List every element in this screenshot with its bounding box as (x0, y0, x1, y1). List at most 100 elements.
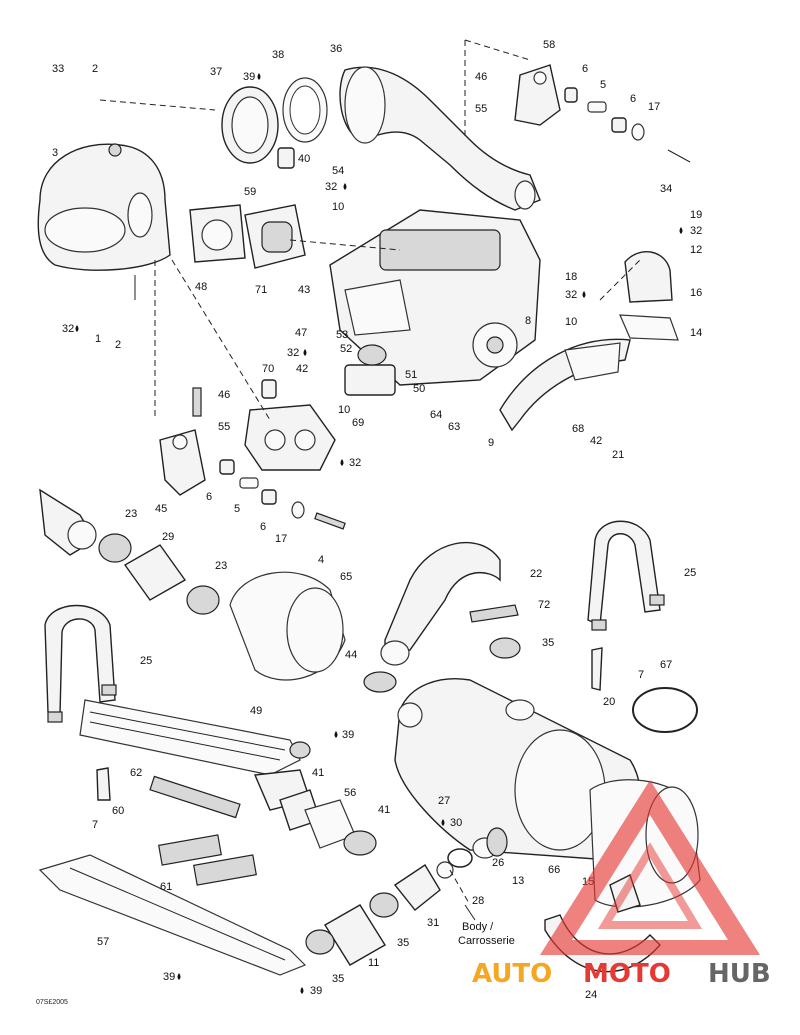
strip-62 (149, 775, 241, 819)
body-note-line1: Body / (462, 921, 494, 933)
callout-5: 5 (600, 79, 606, 91)
callout-30: 30 (450, 817, 462, 829)
watermark-triangle-icon (540, 780, 760, 955)
callout-16: 16 (690, 287, 702, 299)
callout-71: 71 (255, 284, 267, 296)
callout-63: 63 (448, 421, 460, 433)
bracket-45 (159, 429, 206, 496)
pad-61b (193, 854, 257, 886)
callout-2: 2 (115, 339, 121, 351)
pad-61a (158, 834, 222, 866)
callout-32: 32 (565, 289, 577, 301)
callout-6: 6 (260, 521, 266, 533)
callout-65: 65 (340, 571, 352, 583)
callout-49: 49 (250, 705, 262, 717)
callout-51: 51 (405, 369, 417, 381)
cover-57 (38, 854, 307, 976)
coupler-assembly (244, 404, 336, 471)
callout-21: 21 (612, 449, 624, 461)
callout-59: 59 (244, 186, 256, 198)
callout-50: 50 (413, 383, 425, 395)
callout-39: 39 (243, 71, 255, 83)
clamp-23a (98, 533, 132, 563)
callout-57: 57 (97, 936, 109, 948)
callout-42: 42 (590, 435, 602, 447)
callout-8: 8 (525, 315, 531, 327)
callout-70: 70 (262, 363, 274, 375)
callout-10: 10 (332, 201, 344, 213)
callout-44: 44 (345, 649, 357, 661)
watermark-auto: AUTO (472, 959, 552, 989)
callout-22: 22 (530, 568, 542, 580)
callout-40: 40 (298, 153, 310, 165)
callout-46: 46 (218, 389, 230, 401)
callout-55: 55 (475, 103, 487, 115)
callout-41: 41 (378, 804, 390, 816)
callout-12: 12 (690, 244, 702, 256)
callout-33: 33 (52, 63, 64, 75)
callout-39: 39 (342, 729, 354, 741)
callout-32: 32 (287, 347, 299, 359)
hose-11 (324, 904, 386, 966)
callout-10: 10 (338, 404, 350, 416)
callout-27: 27 (438, 795, 450, 807)
callout-43: 43 (298, 284, 310, 296)
bracket-58 (514, 64, 561, 126)
callout-39: 39 (310, 985, 322, 997)
callout-58: 58 (543, 39, 555, 51)
callout-47: 47 (295, 327, 307, 339)
callout-68: 68 (572, 423, 584, 435)
callout-45: 45 (155, 503, 167, 515)
fitting-31 (393, 864, 441, 911)
callout-17: 17 (275, 533, 287, 545)
callout-69: 69 (352, 417, 364, 429)
callout-67: 67 (660, 659, 672, 671)
callout-29: 29 (162, 531, 174, 543)
callout-48: 48 (195, 281, 207, 293)
callout-52: 52 (340, 343, 352, 355)
drop-markers (75, 73, 683, 994)
callout-28: 28 (472, 895, 484, 907)
callout-35: 35 (332, 973, 344, 985)
callout-18: 18 (565, 271, 577, 283)
callout-41: 41 (312, 767, 324, 779)
callout-14: 14 (690, 327, 702, 339)
callout-39: 39 (163, 971, 175, 983)
rubber-mount-51 (344, 364, 396, 396)
callout-6: 6 (582, 63, 588, 75)
water-lines-49 (79, 699, 301, 776)
callout-60: 60 (112, 805, 124, 817)
callout-61: 61 (160, 881, 172, 893)
callout-72: 72 (538, 599, 550, 611)
callout-55: 55 (218, 421, 230, 433)
callout-23: 23 (125, 508, 137, 520)
callout-3: 3 (52, 147, 58, 159)
watermark-text: AUTO MOTO HUB (472, 959, 771, 989)
callout-23: 23 (215, 560, 227, 572)
callout-46: 46 (475, 71, 487, 83)
parts-layer (37, 64, 701, 976)
callout-7: 7 (92, 819, 98, 831)
callout-54: 54 (332, 165, 344, 177)
callout-64: 64 (430, 409, 442, 421)
callout-1: 1 (95, 333, 101, 345)
callout-36: 36 (330, 43, 342, 55)
callout-5: 5 (234, 503, 240, 515)
clamp-ring-67 (632, 687, 698, 733)
callout-35: 35 (397, 937, 409, 949)
callout-19: 19 (690, 209, 702, 221)
callout-62: 62 (130, 767, 142, 779)
watermark-logo (540, 780, 760, 955)
callout-32: 32 (690, 225, 702, 237)
callout-37: 37 (210, 66, 222, 78)
callout-10: 10 (565, 316, 577, 328)
hose-29 (123, 544, 187, 601)
callout-56: 56 (344, 787, 356, 799)
callout-35: 35 (542, 637, 554, 649)
strap-25-right (587, 520, 661, 627)
exhaust-pipe-22 (384, 541, 501, 662)
callout-17: 17 (648, 101, 660, 113)
callout-2: 2 (92, 63, 98, 75)
callout-20: 20 (603, 696, 615, 708)
